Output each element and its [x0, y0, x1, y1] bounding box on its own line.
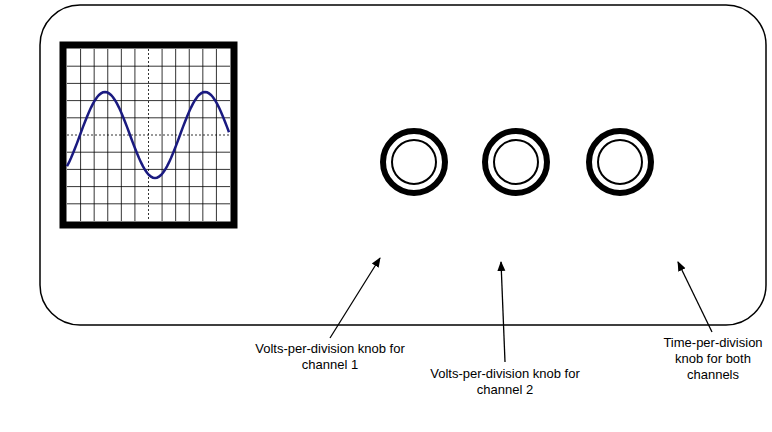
grid-line: [162, 49, 163, 221]
grid-line: [67, 152, 230, 153]
scope-housing: [40, 5, 766, 325]
grid-line: [67, 83, 230, 84]
grid-line: [67, 203, 230, 204]
grid-line: [67, 169, 230, 170]
leader-arrow: [330, 258, 380, 338]
grid-line: [67, 117, 230, 118]
knob-label: Time-per-division knob for both channels: [658, 335, 768, 383]
leader-arrow: [678, 262, 712, 332]
knob-label: Volts-per-division knob for channel 1: [255, 341, 405, 373]
leader-arrow: [501, 262, 505, 362]
grid-line: [67, 186, 230, 187]
grid-line: [67, 100, 230, 101]
screen-frame: [63, 45, 234, 225]
grid-line: [94, 49, 95, 221]
screen-grid: [67, 49, 230, 221]
knob: [485, 131, 547, 193]
knob-label: Volts-per-division knob for channel 2: [430, 366, 580, 398]
knob: [383, 131, 445, 193]
grid-line: [67, 66, 230, 67]
grid-line: [67, 135, 230, 136]
knob: [589, 131, 651, 193]
sine-trace: [67, 92, 229, 178]
